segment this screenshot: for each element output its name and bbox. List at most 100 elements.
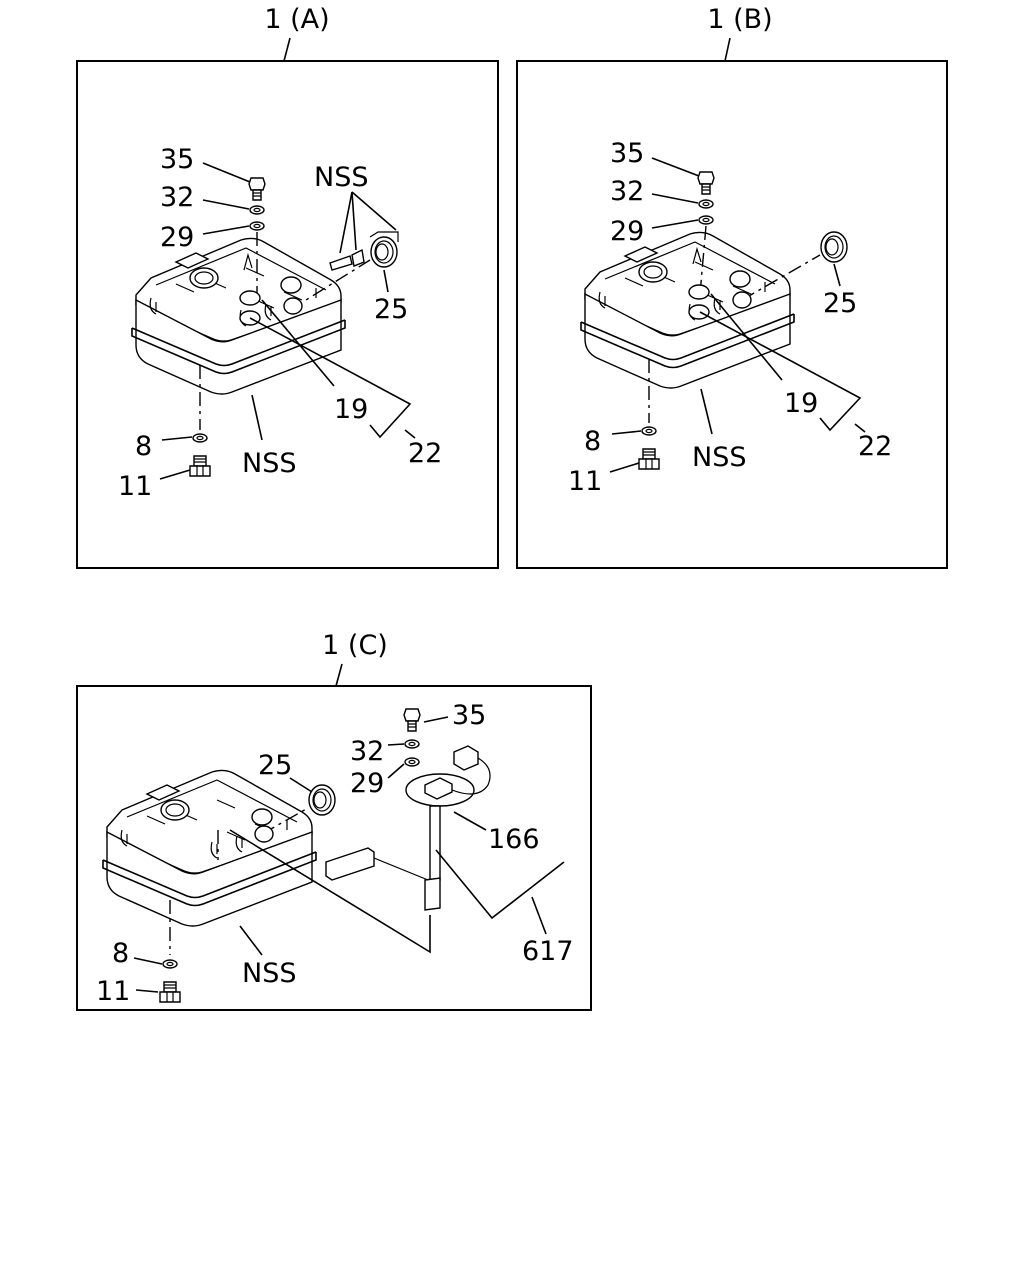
tank-port	[254, 825, 274, 843]
nss-connector	[351, 248, 365, 267]
callout-8: 8	[112, 938, 129, 969]
callout-25: 25	[823, 288, 857, 319]
sender-float-arm-base	[424, 877, 441, 911]
callout-29: 29	[350, 768, 384, 799]
callout-22: 22	[408, 438, 442, 469]
callout-nss-bottom: NSS	[242, 448, 296, 479]
leader-11	[609, 462, 640, 473]
tank-port	[732, 291, 752, 309]
callout-8: 8	[584, 426, 601, 457]
panel-a-title: 1 (A)	[264, 4, 329, 35]
callout-19: 19	[784, 388, 818, 419]
fuel-tank	[580, 231, 795, 389]
leader-nss-a	[339, 191, 353, 254]
leader-25	[383, 269, 389, 293]
panel-a-title-leader	[283, 37, 291, 62]
callout-nss-top: NSS	[314, 162, 368, 193]
fitting-centerline	[289, 259, 371, 311]
washer-29	[249, 221, 265, 231]
callout-nss-bottom: NSS	[242, 958, 296, 989]
callout-25: 25	[374, 294, 408, 325]
panel-b-title: 1 (B)	[707, 4, 772, 35]
sender-unit-19	[688, 284, 710, 300]
fuel-tank	[131, 237, 346, 395]
leader-11	[159, 469, 191, 480]
panel-b-title-leader	[724, 37, 731, 62]
leader-22-tail	[854, 423, 866, 433]
washer-29	[698, 215, 714, 225]
drain-plug-11	[159, 981, 181, 1003]
leader-32	[651, 193, 699, 204]
sender-unit-19	[239, 290, 261, 306]
washer-8	[162, 959, 178, 969]
callout-8: 8	[135, 431, 152, 462]
leader-617	[435, 849, 565, 920]
sender-float-arm	[373, 857, 429, 881]
callout-11: 11	[118, 471, 152, 502]
sender-clip	[692, 246, 702, 265]
cap-ring-25	[370, 236, 398, 268]
sender-plug	[453, 745, 479, 771]
callout-166: 166	[488, 824, 540, 855]
leader-166	[453, 811, 487, 831]
assembly-centerline	[699, 225, 707, 295]
callout-35: 35	[610, 138, 644, 169]
panel-c-title: 1 (C)	[322, 630, 388, 661]
leader-8	[611, 430, 642, 435]
nss-bracket	[369, 231, 399, 242]
sender-wire	[451, 757, 491, 795]
leader-29	[651, 219, 699, 229]
callout-19: 19	[334, 394, 368, 425]
panel-a: 1 (A) 35	[76, 4, 499, 569]
callout-22: 22	[858, 431, 892, 462]
leader-22	[699, 311, 862, 432]
tank-port	[283, 297, 303, 315]
panel-c-title-leader	[335, 663, 343, 687]
leader-25	[289, 777, 313, 793]
nss-hose-fitting	[329, 255, 353, 271]
bolt-35	[403, 708, 421, 732]
leader-35	[651, 157, 700, 177]
drain-plug-11	[638, 448, 660, 470]
panel-c: 1 (C) 35 32	[76, 630, 592, 1011]
fuel-tank	[102, 769, 317, 927]
washer-32	[249, 205, 265, 215]
leader-nss-c	[351, 191, 397, 231]
fitting-centerline	[741, 254, 821, 301]
callout-32: 32	[160, 182, 194, 213]
callout-32: 32	[350, 736, 384, 767]
cap-ring-25	[308, 784, 336, 816]
leader-22	[249, 317, 412, 439]
callout-29: 29	[610, 216, 644, 247]
leader-617-tail	[531, 896, 547, 935]
sender-tube	[429, 805, 441, 881]
leader-8	[161, 436, 193, 441]
leader-22-tail	[404, 429, 416, 439]
leader-32	[387, 743, 405, 746]
leader-29	[202, 225, 250, 235]
drain-plug-11	[189, 455, 211, 477]
washer-8	[192, 433, 208, 443]
callout-29: 29	[160, 222, 194, 253]
sender-connector-block	[424, 777, 453, 800]
leader-32	[202, 199, 250, 210]
callout-617: 617	[522, 936, 574, 967]
washer-32	[698, 199, 714, 209]
leader-25	[833, 263, 841, 287]
callout-25: 25	[258, 750, 292, 781]
bolt-35	[697, 171, 715, 195]
callout-11: 11	[568, 466, 602, 497]
leader-35	[202, 162, 251, 183]
callout-35: 35	[160, 144, 194, 175]
sender-insertion-line	[229, 829, 431, 954]
leader-35	[423, 716, 449, 723]
leader-nss-bottom	[251, 394, 263, 441]
panel-b: 1 (B) 35 32 29 25 19 22 8 11 NSS	[516, 4, 948, 569]
sender-float	[325, 847, 375, 881]
leader-nss-bottom	[239, 925, 263, 956]
callout-32: 32	[610, 176, 644, 207]
washer-29	[404, 757, 420, 767]
leader-29	[387, 763, 405, 779]
washer-32	[404, 739, 420, 749]
